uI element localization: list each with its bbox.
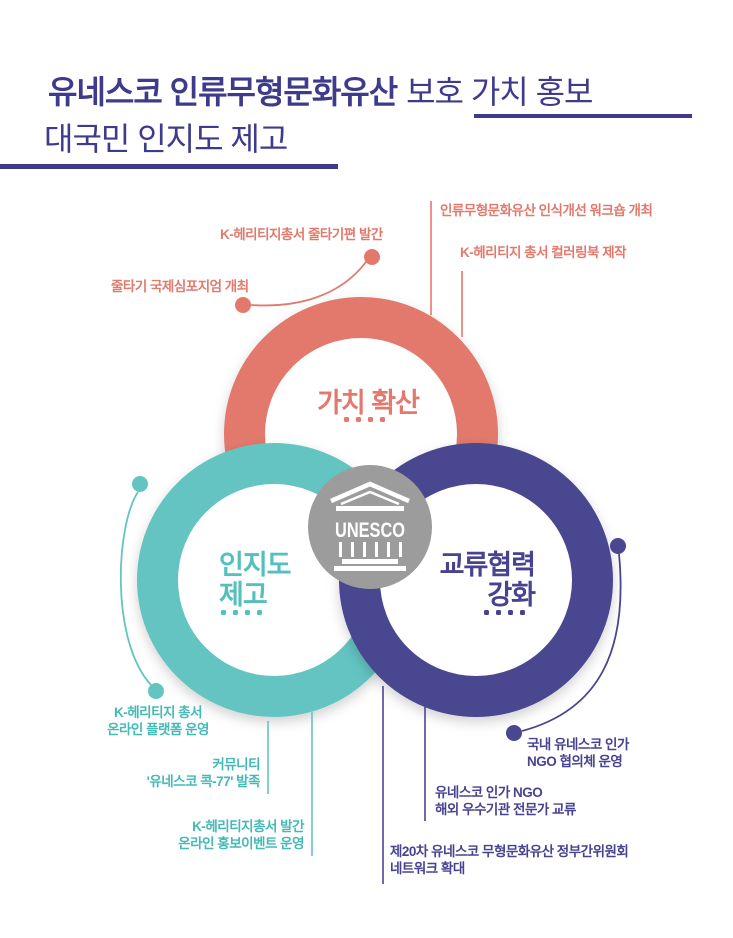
callout-intergov-committee-network: 제20차 유네스코 무형문화유산 정부간위원회 네트워크 확대 <box>390 844 629 876</box>
page-title-line1: 유네스코 인류무형문화유산 보호 가치 홍보 <box>48 72 593 112</box>
title-underlined-part: 보호 가치 홍보 <box>406 74 593 110</box>
callout-online-platform: K-헤리티지 총서 온라인 플랫폼 운영 <box>107 705 209 737</box>
callout-kheritage-tightrope-book: K-헤리티지총서 줄타기편 발간 <box>220 227 383 242</box>
unesco-roof-outer <box>330 481 410 504</box>
connector-curve <box>250 261 367 307</box>
ring-label-value-spread: 가치 확산 <box>317 388 420 418</box>
callout-awareness-workshop: 인류무형문화유산 인식개선 워크숍 개최 <box>440 203 653 218</box>
title-bold-part: 유네스코 인류무형문화유산 <box>48 74 398 110</box>
unesco-roof-inner <box>340 490 400 506</box>
unesco-logo: UNESCO <box>308 465 432 589</box>
connector-curve <box>521 553 622 732</box>
callout-ngo-expert-exchange: 유네스코 인가 NGO 해외 우수기관 전문가 교류 <box>435 785 576 817</box>
dots-awareness <box>221 610 269 616</box>
title-underline-1 <box>474 114 692 118</box>
connector-dot <box>235 297 251 313</box>
callout-tightrope-symposium: 줄타기 국제심포지엄 개최 <box>111 279 249 294</box>
connector-dot <box>610 538 626 554</box>
connector-curve <box>119 491 152 686</box>
connector-dot <box>506 725 522 741</box>
callout-community-kok77: 커뮤니티 '유네스코 콕-77' 발족 <box>146 757 261 789</box>
unesco-step-2 <box>334 566 406 571</box>
unesco-columns <box>339 542 402 557</box>
page-title-line2: 대국민 인지도 제고 <box>44 121 288 157</box>
title-underline-2 <box>0 164 338 169</box>
dots-cooperation <box>335 610 532 616</box>
connector-dot <box>132 476 148 492</box>
unesco-step-1 <box>342 559 398 564</box>
connector-dot <box>364 249 380 265</box>
ring-label-cooperation: 교류협력 강화 <box>439 550 536 610</box>
dots-value-spread <box>268 417 468 423</box>
unesco-architrave <box>336 506 404 511</box>
callout-online-promo-event: K-헤리티지총서 발간 온라인 홍보이벤트 운영 <box>178 819 304 851</box>
callout-ngo-council: 국내 유네스코 인가 NGO 협의체 운영 <box>527 737 629 769</box>
unesco-wordmark: UNESCO <box>335 519 405 542</box>
ring-label-awareness: 인지도 제고 <box>219 550 292 610</box>
connector-dot <box>148 683 164 699</box>
callout-coloring-book: K-헤리티지 총서 컬러링북 제작 <box>460 245 627 260</box>
